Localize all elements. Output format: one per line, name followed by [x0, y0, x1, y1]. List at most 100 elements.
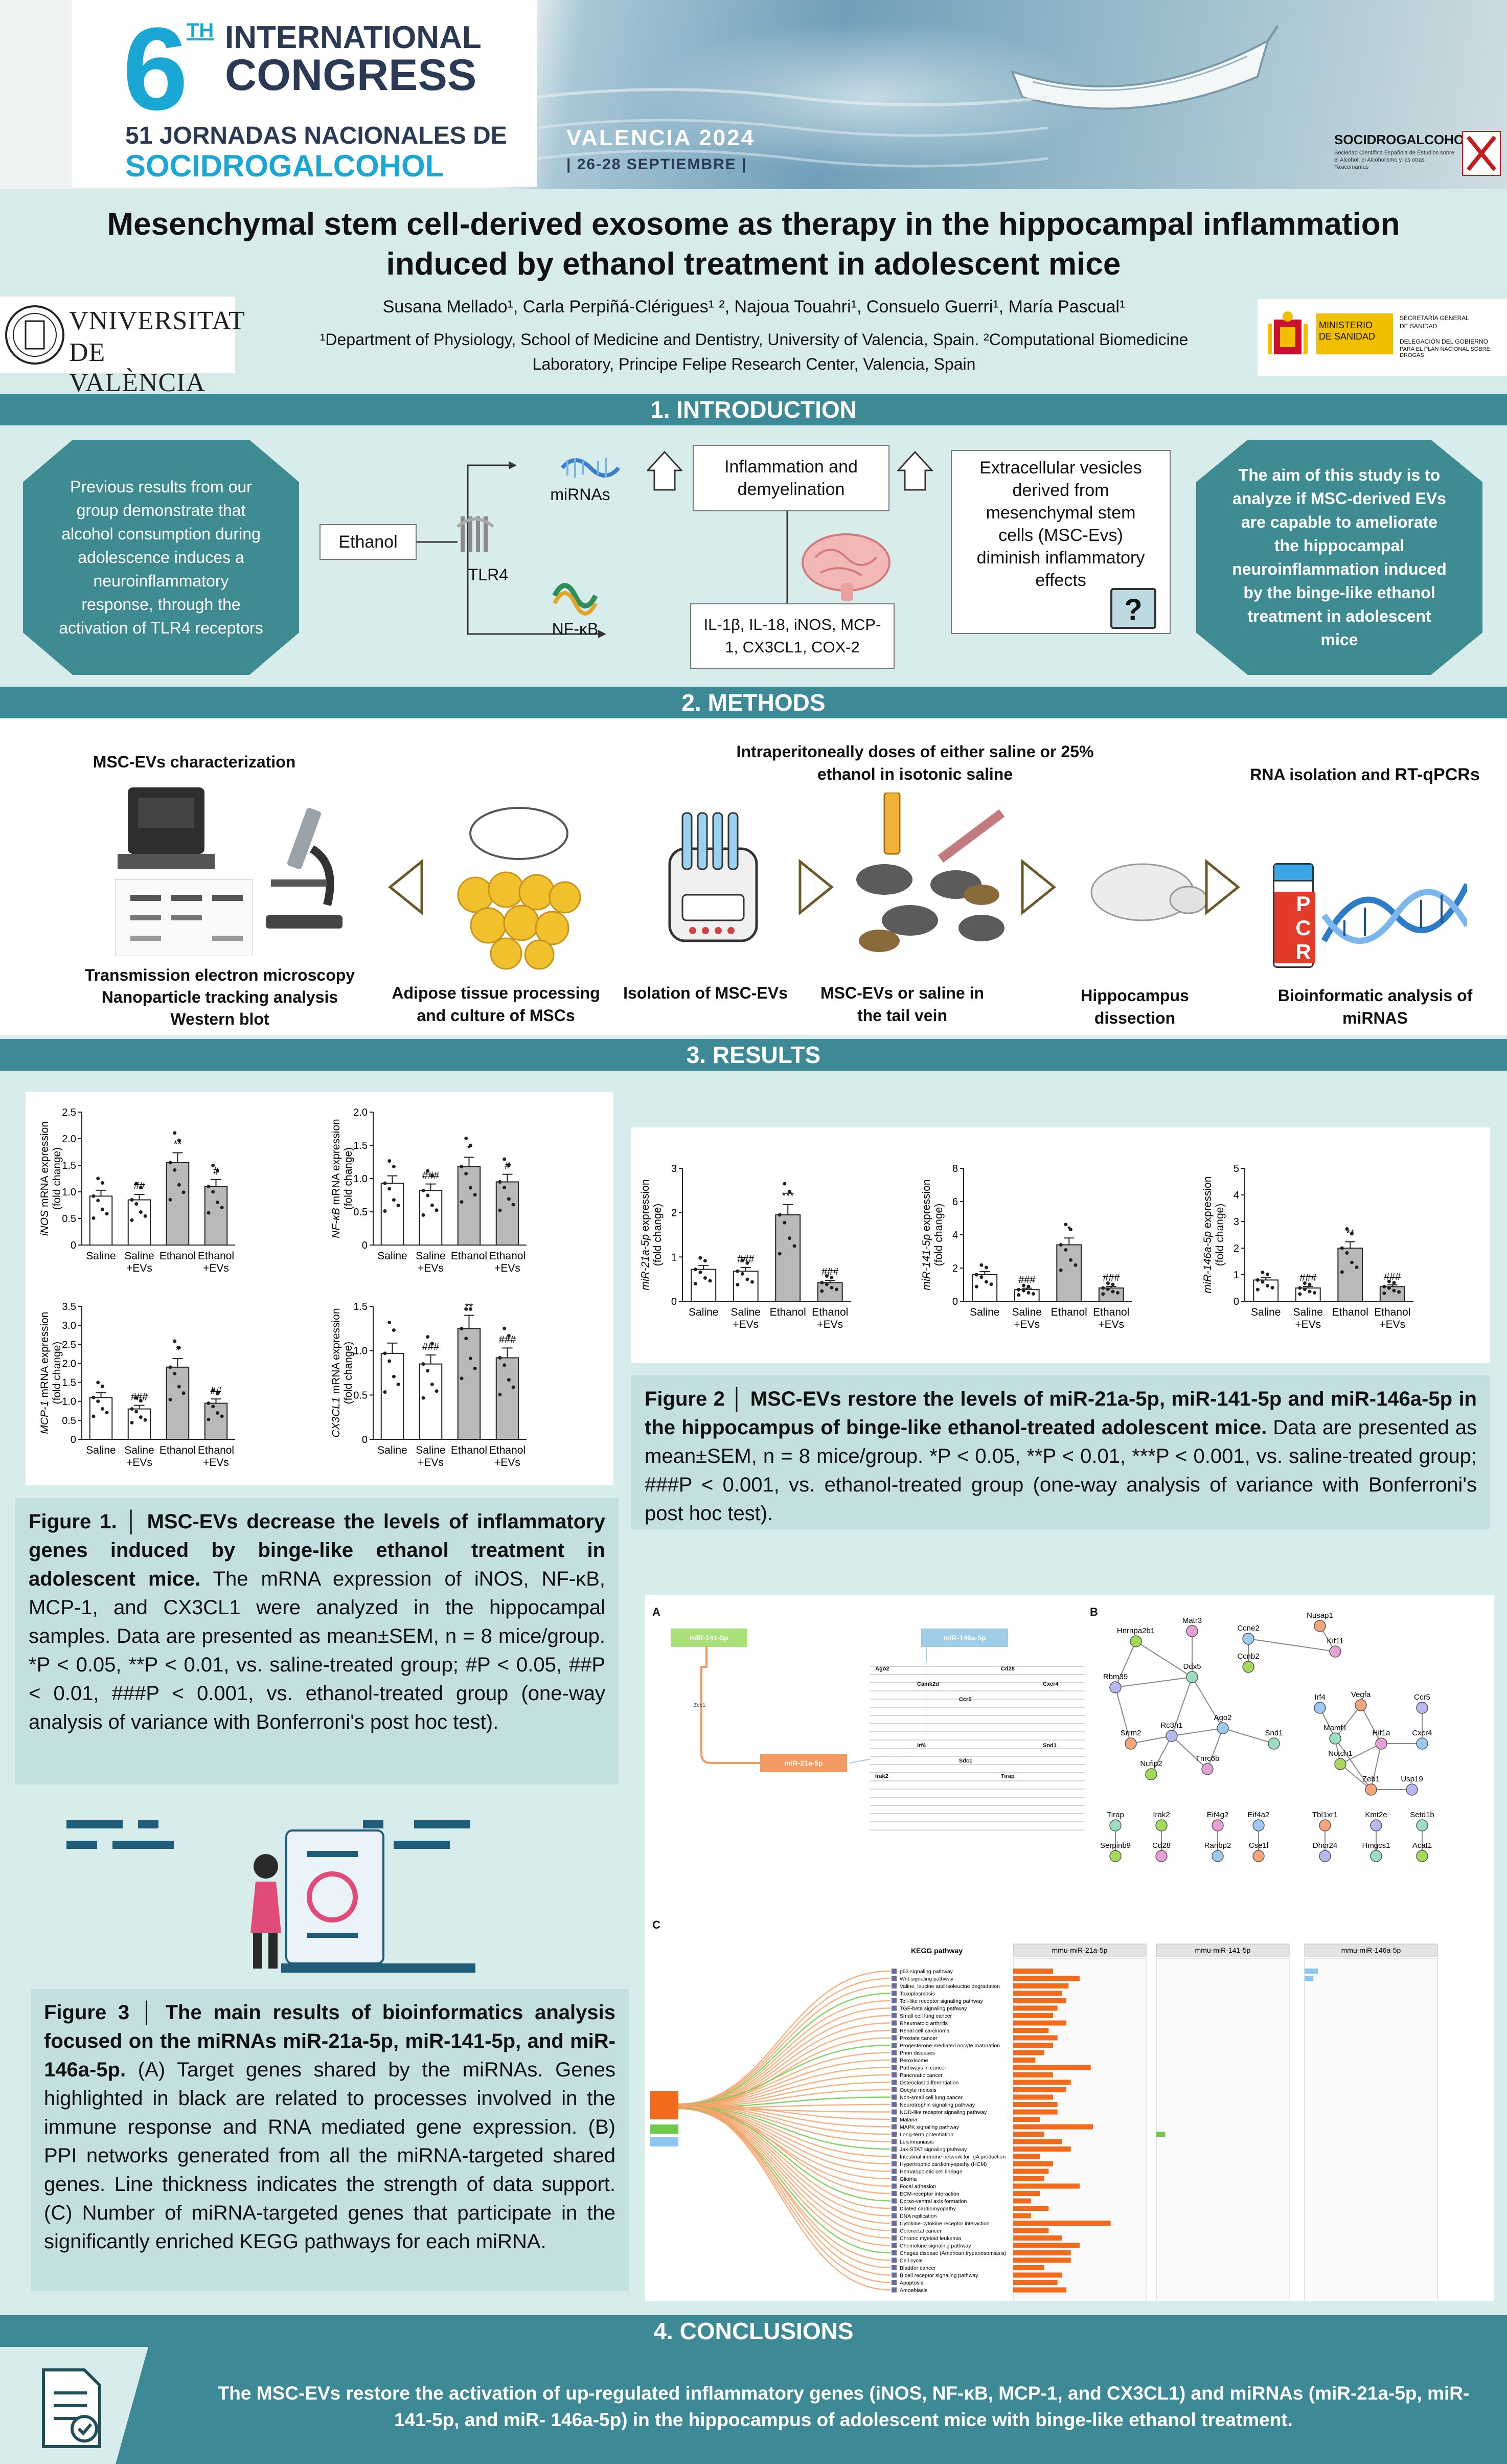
data-point: [1106, 1281, 1110, 1285]
data-point: [211, 1190, 215, 1194]
data-point: [740, 1258, 744, 1262]
data-point: [778, 1252, 782, 1256]
ordinal-number: 6: [123, 3, 188, 134]
data-point: [100, 1207, 104, 1211]
affiliation-line2: Laboratory, Principe Felipe Research Cen…: [532, 355, 976, 373]
target-gene: Tirap: [1001, 1773, 1015, 1779]
data-point: [1026, 1291, 1031, 1295]
y-tick-label: 0.5: [353, 1207, 368, 1218]
data-point: [435, 1389, 439, 1393]
significance-mark: *: [1067, 1224, 1071, 1235]
mir21-bar: [1013, 1991, 1062, 1996]
arrow-right-icon-3: [1205, 859, 1240, 915]
ppi-node: [1145, 1768, 1157, 1780]
data-point: [220, 1206, 224, 1210]
significance-mark: *: [176, 1345, 180, 1356]
data-point: [1392, 1281, 1396, 1285]
data-point: [92, 1194, 96, 1198]
pathway-node: [892, 2161, 897, 2166]
data-point: [1392, 1288, 1396, 1293]
ppi-edge: [1371, 1743, 1382, 1790]
bar: [127, 1199, 151, 1246]
data-point: [430, 1342, 434, 1346]
sankey-link: [678, 2104, 891, 2128]
mir21-node: miR-21a-5p: [760, 1754, 847, 1772]
x-tick-label: Ethanol: [159, 1444, 196, 1456]
pathway-node: [892, 2072, 897, 2077]
pathway-label: Small cell lung cancer: [900, 2013, 952, 2019]
ppi-node: [1314, 1702, 1326, 1714]
ppi-node: [1186, 1625, 1198, 1637]
data-point: [468, 1357, 472, 1361]
bar: [1337, 1248, 1363, 1302]
data-point: [464, 1307, 468, 1311]
x-tick-label: +EVs: [1098, 1319, 1124, 1330]
data-point: [392, 1328, 396, 1332]
mir21-bar: [1013, 2176, 1044, 2181]
ppi-edge: [1222, 1728, 1274, 1744]
ppi-node-label: Tnrc6b: [1196, 1754, 1220, 1763]
data-point: [1111, 1290, 1115, 1294]
data-point: [421, 1396, 425, 1400]
figure3-panels: A miR-141-5p miR-146a-5p miR-21a-5p Zeb1…: [645, 1595, 1494, 2301]
mir21-bar: [1013, 2005, 1058, 2011]
pathway-label: Focal adhesion: [900, 2184, 936, 2190]
ministry-name-line1: MINISTERIO: [1319, 320, 1373, 330]
x-tick-label: +EVs: [1379, 1319, 1405, 1330]
mir21-bar: [1013, 2079, 1071, 2085]
data-point: [105, 1212, 109, 1216]
y-tick-label: 3: [671, 1163, 677, 1174]
y-tick-label: 1.0: [62, 1187, 76, 1198]
sankey-link: [678, 2104, 891, 2209]
data-point: [1308, 1282, 1312, 1286]
y-axis-label: CX3CL1 mRNA expression(fold change): [330, 1308, 354, 1437]
x-tick-label: Ethanol: [451, 1250, 487, 1262]
ppi-node: [1334, 1758, 1346, 1770]
sankey-link: [678, 2105, 891, 2291]
x-tick-label: Ethanol: [812, 1306, 848, 1318]
ppi-node-label: Irak2: [1153, 1811, 1170, 1819]
y-axis-label: MCP-1 mRNA expression(fold change): [39, 1312, 63, 1434]
target-gene: Irf4: [917, 1743, 926, 1749]
msc-ev-characterization-title: MSC-EVs characterization: [93, 753, 296, 771]
mir21-bar: [1013, 2132, 1044, 2137]
data-point: [1387, 1286, 1391, 1290]
y-tick-label: 1: [1234, 1270, 1239, 1281]
x-tick-label: +EVs: [418, 1262, 444, 1274]
data-point: [745, 1277, 749, 1281]
data-point: [130, 1420, 134, 1425]
poster-title-line1: Mesenchymal stem cell-derived exosome as…: [107, 207, 1400, 242]
bar: [691, 1269, 717, 1302]
significance-mark: *: [467, 1143, 471, 1155]
data-point: [1313, 1291, 1317, 1295]
data-point: [130, 1407, 134, 1411]
data-point: [974, 1273, 978, 1277]
x-tick-label: +EVs: [126, 1457, 152, 1468]
data-point: [979, 1275, 984, 1279]
pathway-label: Colorectal cancer: [900, 2228, 942, 2234]
bar: [495, 1357, 519, 1440]
ppi-node-label: Eif4g2: [1207, 1811, 1229, 1819]
data-point: [703, 1276, 707, 1280]
y-tick-label: 5: [1234, 1163, 1239, 1174]
x-tick-label: Ethanol: [1051, 1306, 1087, 1318]
x-tick-label: Saline: [731, 1306, 761, 1318]
data-point: [139, 1210, 143, 1214]
data-point: [426, 1193, 430, 1197]
data-point: [1397, 1290, 1401, 1294]
data-point: [698, 1270, 702, 1274]
data-point: [1059, 1268, 1063, 1272]
data-point: [750, 1280, 755, 1284]
kegg-column-header-bg: [1304, 1943, 1438, 1957]
pathway-label: Chronic myeloid leukemia: [900, 2235, 961, 2242]
pathway-node: [892, 2109, 897, 2115]
mouse-brain-icon: [1090, 863, 1208, 921]
bar-chart-4: 0123Saline###Saline+EVs***Ethanol###Etha…: [640, 1163, 851, 1330]
data-point: [392, 1198, 396, 1202]
y-tick-label: 3: [1234, 1216, 1239, 1228]
data-point: [825, 1274, 829, 1278]
ppi-node-label: Acat1: [1412, 1841, 1432, 1850]
data-point: [460, 1376, 464, 1381]
significance-mark: ###: [1018, 1275, 1036, 1286]
pathway-node: [892, 2058, 897, 2063]
